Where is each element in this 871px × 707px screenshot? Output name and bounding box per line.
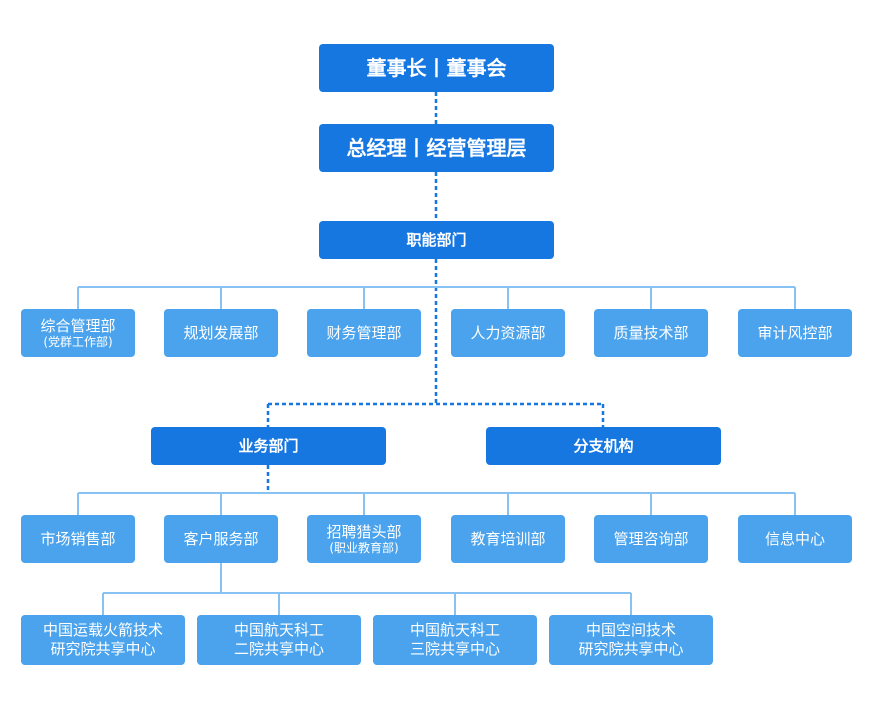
dept-quality-technology: 质量技术部 — [594, 309, 708, 357]
dept-label: 质量技术部 — [613, 324, 689, 342]
solid-connectors — [77, 286, 796, 615]
chairman-box: 董事长丨董事会 — [319, 44, 554, 92]
dept-customer-service: 客户服务部 — [164, 515, 278, 563]
business-title: 业务部门 — [238, 437, 299, 455]
center-casic-third-academy: 中国航天科工 三院共享中心 — [373, 615, 537, 665]
dept-label: 人力资源部 — [470, 324, 546, 342]
dept-sublabel: (党群工作部) — [43, 334, 113, 349]
center-rocket-tech-academy: 中国运载火箭技术 研究院共享中心 — [21, 615, 185, 665]
center-casic-second-academy: 中国航天科工 二院共享中心 — [197, 615, 361, 665]
manager-label: 总经理丨经营管理层 — [346, 136, 527, 160]
dept-label: 审计风控部 — [757, 324, 833, 342]
manager-box: 总经理丨经营管理层 — [319, 124, 554, 172]
functional-title: 职能部门 — [406, 231, 467, 249]
dept-label: 客户服务部 — [183, 530, 259, 548]
center-line1: 中国空间技术 — [585, 620, 676, 639]
dept-label: 财务管理部 — [326, 324, 402, 342]
center-line2: 三院共享中心 — [409, 640, 500, 658]
dept-education-training: 教育培训部 — [451, 515, 565, 563]
dept-label: 招聘猎头部 — [326, 522, 402, 541]
dept-label: 综合管理部 — [40, 316, 116, 335]
center-line1: 中国航天科工 — [233, 620, 324, 639]
business-dept-header: 业务部门 — [151, 427, 386, 465]
dept-information-center: 信息中心 — [738, 515, 852, 563]
dept-management-consulting: 管理咨询部 — [594, 515, 708, 563]
center-line1: 中国航天科工 — [409, 620, 500, 639]
dept-sublabel: (职业教育部) — [329, 540, 399, 555]
dept-finance: 财务管理部 — [307, 309, 421, 357]
center-line2: 研究院共享中心 — [50, 640, 156, 658]
dept-audit-risk: 审计风控部 — [738, 309, 852, 357]
dept-label: 规划发展部 — [183, 324, 259, 342]
dept-planning-development: 规划发展部 — [164, 309, 278, 357]
dept-marketing-sales: 市场销售部 — [21, 515, 135, 563]
dept-label: 管理咨询部 — [613, 530, 689, 548]
center-line2: 研究院共享中心 — [578, 640, 684, 658]
dashed-connectors — [266, 92, 605, 493]
branch-title: 分支机构 — [573, 437, 634, 455]
center-line2: 二院共享中心 — [233, 640, 324, 658]
dept-label: 教育培训部 — [470, 530, 546, 548]
dept-label: 市场销售部 — [40, 530, 116, 548]
dept-label: 信息中心 — [764, 530, 825, 548]
dept-general-management: 综合管理部 (党群工作部) — [21, 309, 135, 357]
center-line1: 中国运载火箭技术 — [42, 620, 163, 639]
dept-human-resources: 人力资源部 — [451, 309, 565, 357]
chairman-label: 董事长丨董事会 — [366, 56, 507, 80]
branch-header: 分支机构 — [486, 427, 721, 465]
dept-recruitment-headhunting: 招聘猎头部 (职业教育部) — [307, 515, 421, 563]
center-space-tech-academy: 中国空间技术 研究院共享中心 — [549, 615, 713, 665]
functional-dept-header: 职能部门 — [319, 221, 554, 259]
